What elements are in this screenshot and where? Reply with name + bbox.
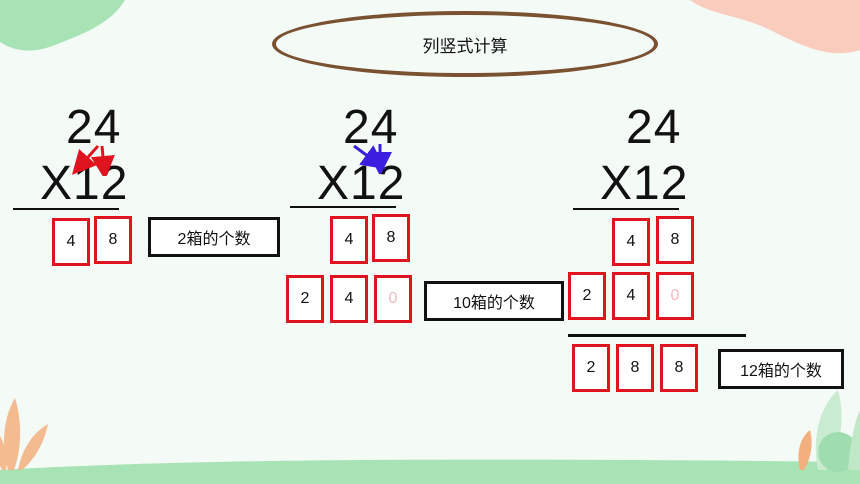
p2-label: 10箱的个数 <box>424 281 564 321</box>
p3-result-digit: 2 <box>572 344 610 392</box>
left-plant-icon <box>0 398 48 470</box>
p2-row2-digit: 4 <box>330 275 368 323</box>
p3-result-digit: 8 <box>616 344 654 392</box>
title-oval: 列竖式计算 <box>272 11 658 77</box>
page-title: 列竖式计算 <box>422 36 508 56</box>
p2-multiplicand: 24 <box>343 101 399 154</box>
p2-rule <box>290 206 396 208</box>
p3-multiplier: X12 <box>600 157 689 210</box>
p1-row1-digit: 8 <box>94 216 132 264</box>
p1-multiplicand: 24 <box>66 101 122 154</box>
p3-row2-placeholder-zero: 0 <box>656 272 694 320</box>
p3-rule-2 <box>568 334 746 337</box>
p2-arrows <box>353 144 392 174</box>
p3-result-digit: 8 <box>660 344 698 392</box>
p1-row1-digit: 4 <box>52 218 90 266</box>
p3-row2-digit: 4 <box>612 272 650 320</box>
p1-label: 2箱的个数 <box>148 217 280 257</box>
p2-row1-digit: 8 <box>372 214 410 262</box>
p1-arrows <box>71 144 115 176</box>
p3-multiplicand: 24 <box>626 101 682 154</box>
p2-row1-digit: 4 <box>330 216 368 264</box>
p3-label: 12箱的个数 <box>718 349 844 389</box>
p3-rule-1 <box>573 208 679 210</box>
right-plant-icon <box>798 390 860 472</box>
p1-arrow-down-icon <box>90 145 115 176</box>
top-right-blob <box>690 0 860 54</box>
p1-rule <box>13 208 119 210</box>
p3-row1-digit: 8 <box>656 216 694 264</box>
top-left-blob <box>0 0 125 51</box>
bottom-wave <box>0 459 860 484</box>
p1-arrow-diagonal-icon <box>71 144 100 175</box>
p3-row2-digit: 2 <box>568 272 606 320</box>
p3-row1-digit: 4 <box>612 218 650 266</box>
p2-arrow-diagonal-icon <box>353 144 386 170</box>
p2-row2-placeholder-zero: 0 <box>374 275 412 323</box>
p2-row2-digit: 2 <box>286 275 324 323</box>
